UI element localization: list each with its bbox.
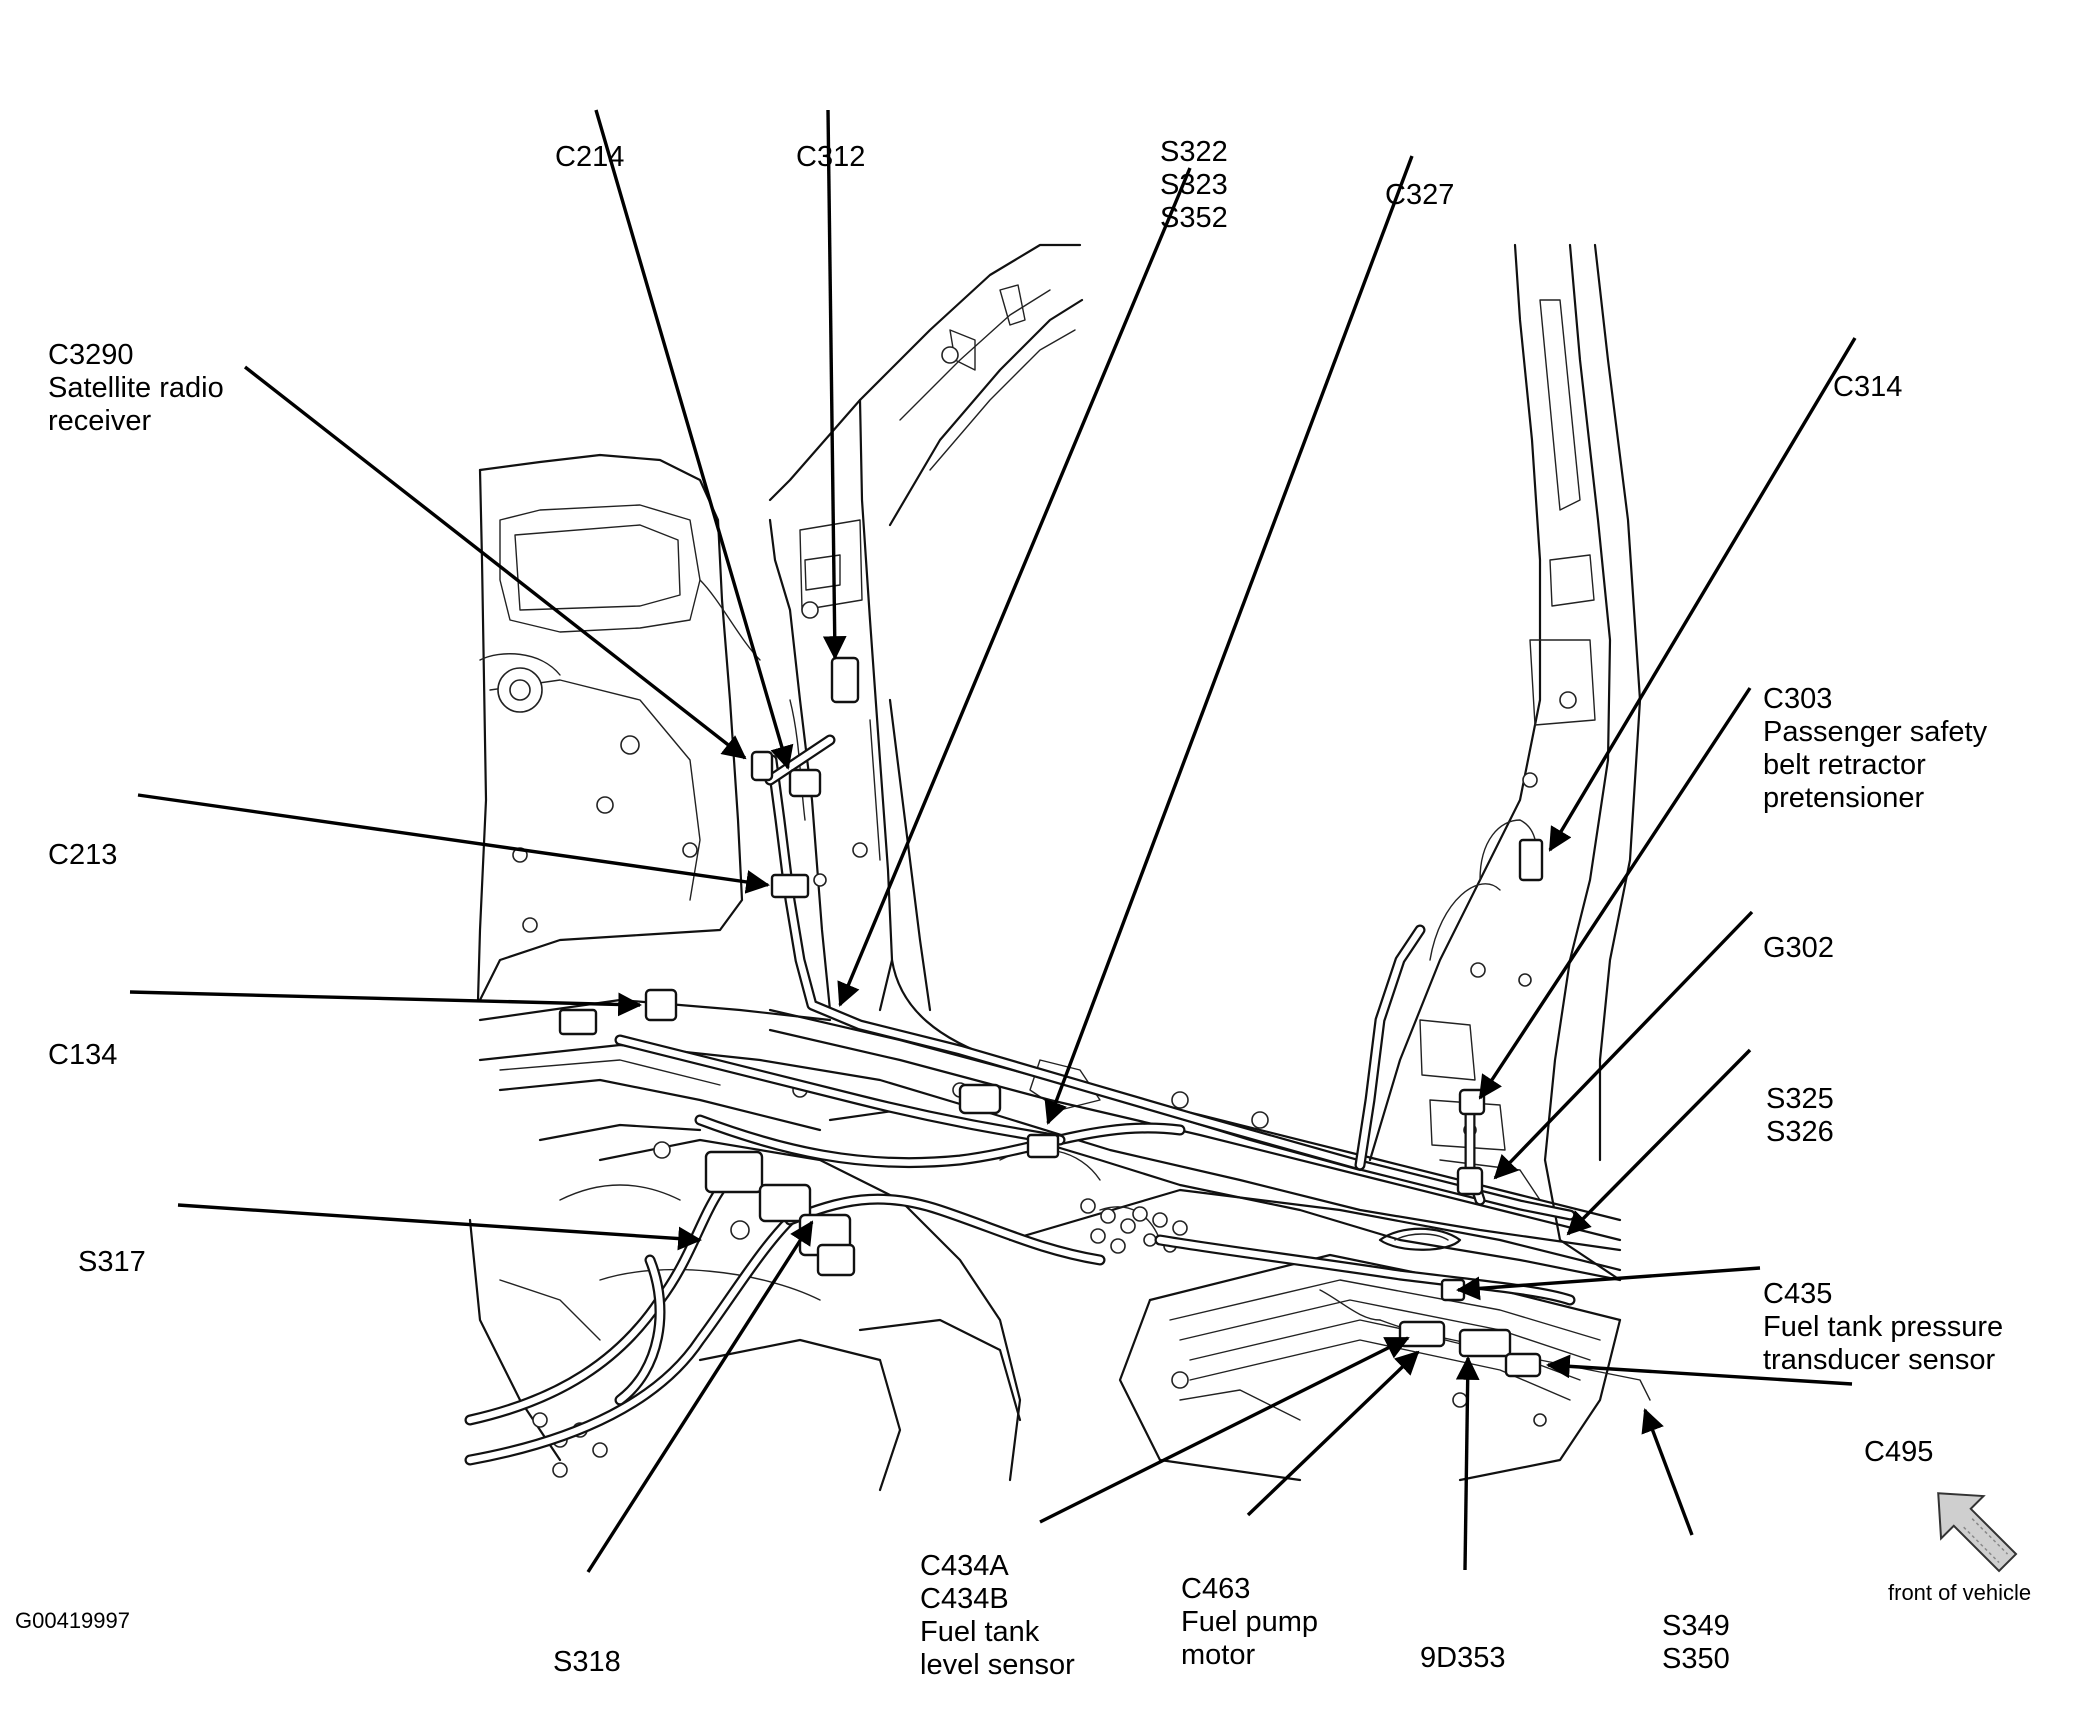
leader-s317: [177, 1203, 702, 1251]
leader-c314: [1548, 337, 1857, 852]
leader-c134: [129, 990, 642, 1017]
label-c495: C495: [1864, 1436, 1934, 1468]
c-pillar: [768, 243, 1084, 1012]
rear-quarter-panel: [476, 453, 761, 1002]
label-c314: C314: [1833, 371, 1903, 403]
leader-c434: [1039, 1336, 1410, 1524]
label-c327: C327: [1385, 179, 1455, 211]
leader-c495: [1546, 1354, 1853, 1386]
leader-c463: [1246, 1350, 1420, 1517]
leader-c214: [594, 109, 794, 770]
figure-id: G00419997: [15, 1608, 130, 1633]
label-c312: C312: [796, 141, 866, 173]
label-c214: C214: [555, 141, 625, 173]
leader-c213: [137, 793, 770, 894]
arrow-up-left-icon: [1937, 1492, 2018, 1573]
leader-s325: [1566, 1048, 1752, 1236]
leader-c327: [1044, 155, 1414, 1125]
label-c213: C213: [48, 839, 118, 871]
leader-s318: [586, 1220, 814, 1573]
leader-c3290: [243, 365, 747, 760]
leader-c303: [1478, 687, 1752, 1100]
leader-c312: [822, 109, 847, 660]
label-9d353: 9D353: [1420, 1642, 1506, 1674]
label-s318: S318: [553, 1646, 621, 1678]
leader-d353: [1455, 1356, 1480, 1571]
sill-beam-lower: [768, 1028, 1622, 1242]
vehicle-body-illustration: [464, 243, 1651, 1492]
leader-s349: [1641, 1408, 1694, 1536]
leader-s322: [837, 167, 1192, 1007]
b-pillar: [1368, 243, 1642, 1282]
leader-g302: [1493, 910, 1754, 1180]
label-s317: S317: [78, 1246, 146, 1278]
leader-c435: [1456, 1266, 1761, 1301]
label-c134: C134: [48, 1039, 118, 1071]
callout-leaders: [129, 109, 1857, 1573]
orientation-label: front of vehicle: [1888, 1580, 2032, 1605]
label-g302: G302: [1763, 932, 1834, 964]
